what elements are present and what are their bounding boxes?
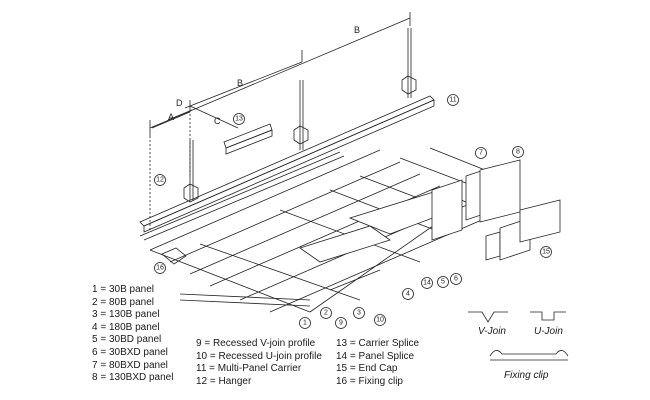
svg-text:8: 8: [516, 149, 520, 156]
callout-16: 16: [154, 262, 166, 274]
svg-text:14: 14: [423, 280, 431, 287]
legend-item-2: 2 = 80B panel: [92, 296, 155, 308]
v-join-label: V-Join: [478, 326, 506, 337]
legend-item-15: 15 = End Cap: [336, 363, 398, 375]
hangers: [183, 28, 417, 203]
svg-text:4: 4: [406, 291, 410, 298]
fixing-clip-profile: [489, 350, 569, 361]
svg-text:2: 2: [324, 310, 328, 317]
callout-14: 14: [421, 277, 433, 289]
callout-6: 6: [450, 273, 462, 285]
legend-item-11: 11 = Multi-Panel Carrier: [196, 363, 302, 375]
dimension-lines: [149, 12, 411, 230]
legend-item-4: 4 = 180B panel: [92, 321, 160, 333]
svg-text:10: 10: [376, 317, 384, 324]
callout-2: 2: [320, 307, 332, 319]
callout-5: 5: [437, 276, 449, 288]
callout-10: 10: [374, 314, 386, 326]
legend-item-16: 16 = Fixing clip: [336, 375, 403, 387]
legend-item-3: 3 = 130B panel: [92, 309, 160, 321]
panels: [149, 147, 561, 313]
legend-item-7: 7 = 80BXD panel: [92, 359, 168, 371]
fixing-clip-part: [161, 247, 187, 265]
callout-13: 13: [233, 113, 245, 125]
callout-7: 7: [475, 147, 487, 159]
legend-profiles: 9 = Recessed V-join profile 10 = Recesse…: [196, 338, 322, 388]
u-join-profile: [530, 311, 566, 321]
callout-4: 4: [402, 288, 414, 300]
svg-text:1: 1: [303, 320, 307, 327]
u-join-label: U-Join: [534, 326, 563, 337]
dim-a: A: [168, 112, 174, 122]
callout-8: 8: [512, 146, 524, 158]
legend-item-6: 6 = 30BXD panel: [92, 346, 168, 358]
legend-item-8: 8 = 130BXD panel: [92, 372, 174, 384]
legend-item-1: 1 = 30B panel: [92, 284, 155, 295]
callout-3: 3: [353, 307, 365, 319]
svg-text:16: 16: [156, 265, 164, 272]
svg-text:9: 9: [339, 320, 343, 327]
svg-text:13: 13: [235, 116, 243, 123]
v-join-profile: [468, 311, 508, 323]
svg-text:7: 7: [479, 150, 483, 157]
callout-11: 11: [447, 94, 459, 106]
callout-9: 9: [335, 317, 347, 329]
svg-text:6: 6: [454, 276, 458, 283]
dim-b-upper: B: [354, 25, 360, 35]
svg-text:15: 15: [542, 249, 550, 256]
legend-item-12: 12 = Hanger: [196, 375, 252, 387]
callout-1: 1: [299, 317, 311, 329]
carrier-splice: [223, 123, 273, 155]
dim-b-lower: B: [237, 78, 243, 88]
svg-text:11: 11: [449, 97, 456, 104]
legend-item-9: 9 = Recessed V-join profile: [196, 338, 316, 349]
legend-item-10: 10 = Recessed U-join profile: [196, 350, 322, 362]
legend-item-14: 14 = Panel Splice: [336, 350, 415, 362]
svg-text:3: 3: [357, 310, 361, 317]
svg-text:5: 5: [441, 279, 445, 286]
callout-12: 12: [154, 174, 166, 186]
legend-panels: 1 = 30B panel 2 = 80B panel 3 = 130B pan…: [92, 284, 173, 385]
fixing-clip-label: Fixing clip: [504, 370, 549, 381]
carriers: [139, 95, 435, 241]
dim-d: D: [176, 98, 183, 108]
callout-15: 15: [540, 246, 552, 258]
legend-accessories: 13 = Carrier Splice 14 = Panel Splice 15…: [336, 338, 419, 388]
dim-c: C: [214, 116, 221, 126]
legend-item-5: 5 = 30BD panel: [92, 334, 162, 346]
svg-text:12: 12: [156, 177, 164, 184]
legend-item-13: 13 = Carrier Splice: [336, 338, 420, 349]
